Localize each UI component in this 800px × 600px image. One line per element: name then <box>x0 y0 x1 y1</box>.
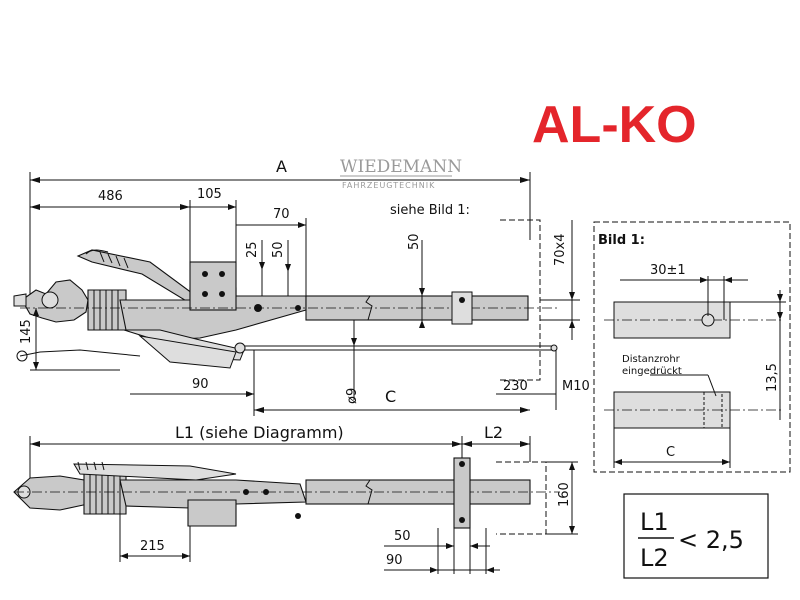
dim-486: 486 <box>98 189 123 204</box>
dim-C-top: C <box>385 387 396 406</box>
detail-frame <box>593 221 791 473</box>
ratio-box: L1 L2 < 2,5 <box>623 493 769 579</box>
ratio-numerator: L1 <box>640 508 669 536</box>
dim-160: 160 <box>557 482 572 507</box>
note-siehe-bild: siehe Bild 1: <box>390 203 470 218</box>
dim-L1: L1 (siehe Diagramm) <box>175 423 344 442</box>
watermark-subtitle: FAHRZEUGTECHNIK <box>342 181 435 190</box>
detail-dim-30: 30±1 <box>650 263 686 278</box>
coupling-head <box>13 249 197 331</box>
ratio-relation: < 2,5 <box>678 526 744 554</box>
mounting-bracket <box>453 457 471 529</box>
dim-90-top: 90 <box>192 377 209 392</box>
detail-title: Bild 1: <box>598 233 645 248</box>
dim-145: 145 <box>19 319 34 344</box>
dim-70x4: 70x4 <box>553 233 568 266</box>
dim-A: A <box>276 157 287 176</box>
dim-90-bottom: 90 <box>386 553 403 568</box>
plan-view: L1 (siehe Diagramm) L2 160 <box>13 423 578 574</box>
dim-25: 25 <box>245 241 260 258</box>
dim-50a: 50 <box>271 241 286 258</box>
dim-70: 70 <box>273 207 290 222</box>
side-view: A 486 105 70 25 50 <box>13 157 590 416</box>
alko-logo: AL-KO <box>532 96 697 154</box>
mounting-plate <box>189 261 237 311</box>
dim-105: 105 <box>197 187 222 202</box>
dim-phi9: ø9 <box>345 388 360 404</box>
wiedemann-watermark: WIEDEMANN FAHRZEUGTECHNIK <box>340 157 462 190</box>
watermark-title: WIEDEMANN <box>340 157 462 177</box>
dim-215: 215 <box>140 539 165 554</box>
dim-50-bottom: 50 <box>394 529 411 544</box>
detail-label-eingedrueckt: eingedrückt <box>622 366 682 377</box>
ratio-denominator: L2 <box>640 544 669 572</box>
detail-label-distanzrohr: Distanzrohr <box>622 354 681 365</box>
detail-dim-C: C <box>666 445 675 460</box>
dim-50b: 50 <box>407 233 422 250</box>
dim-L2: L2 <box>484 423 503 442</box>
detail-bild-1: Bild 1: 30±1 Distanzrohr eingedrückt 13,… <box>593 221 791 473</box>
detail-dim-13-5: 13,5 <box>765 363 780 392</box>
dim-230: 230 <box>503 379 528 394</box>
dim-M10: M10 <box>562 379 590 394</box>
